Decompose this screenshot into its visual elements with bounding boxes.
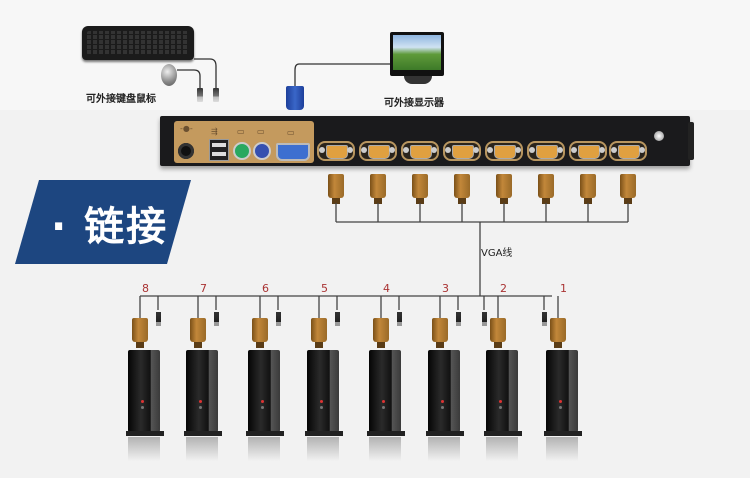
pc-vga-plug [373, 318, 389, 348]
tower-reflection [128, 437, 160, 461]
usb-plug-keyboard [213, 88, 219, 102]
kvm-vga-port [401, 141, 439, 161]
ps2-mouse-port [253, 142, 271, 160]
vga-plug [412, 174, 428, 204]
monitor-label: 可外接显示器 [384, 98, 444, 109]
tower-reflection [369, 437, 401, 461]
computer-tower-icon [367, 350, 405, 436]
ps2-keyboard-port [233, 142, 251, 160]
pc-usb-plug [335, 312, 340, 326]
usb-icon: ⇶ [211, 127, 218, 136]
vga-cable-label: VGA线 [481, 248, 513, 259]
port-number-label: 4 [383, 282, 390, 295]
keyboard-mouse-cables [177, 58, 217, 88]
port-number-label: 6 [262, 282, 269, 295]
vga-plug [580, 174, 596, 204]
keyboard-port-icon: ▭ [237, 127, 245, 136]
computer-tower-icon [246, 350, 284, 436]
computer-tower-icon [305, 350, 343, 436]
pc-usb-plug [456, 312, 461, 326]
vga-plug [454, 174, 470, 204]
pc-vga-plug [311, 318, 327, 348]
vga-plug [370, 174, 386, 204]
port-number-label: 7 [200, 282, 207, 295]
computer-tower-icon [126, 350, 164, 436]
vga-plug [496, 174, 512, 204]
usb-plug-mouse [197, 88, 203, 102]
keyboard-mouse-label: 可外接键盘鼠标 [86, 94, 156, 105]
kvm-vga-port [609, 141, 647, 161]
kvm-vga-port [485, 141, 523, 161]
vga-plug [620, 174, 636, 204]
kvm-vga-port [569, 141, 607, 161]
pc-usb-plug [156, 312, 161, 326]
section-title: 链接 [84, 204, 169, 250]
tower-reflection [486, 437, 518, 461]
computer-tower-icon [426, 350, 464, 436]
vga-plug [328, 174, 344, 204]
kvm-vga-port [317, 141, 355, 161]
tower-reflection [428, 437, 460, 461]
monitor-icon [390, 32, 444, 76]
kvm-vga-port [527, 141, 565, 161]
port-number-label: 1 [560, 282, 567, 295]
monitor-port-icon: ▭ [287, 128, 295, 137]
kvm-vga-port [443, 141, 481, 161]
power-jack-icon: -●- [180, 124, 193, 133]
pc-usb-plug [397, 312, 402, 326]
keyboard-icon [82, 26, 194, 60]
mouse-port-icon: ▭ [257, 127, 265, 136]
pc-vga-plug [432, 318, 448, 348]
pc-vga-plug [190, 318, 206, 348]
pc-usb-plug [482, 312, 487, 326]
vga-plug-blue [286, 86, 304, 110]
power-jack [178, 143, 194, 159]
tower-reflection [248, 437, 280, 461]
tower-reflection [546, 437, 578, 461]
computer-tower-icon [544, 350, 582, 436]
tower-reflection [307, 437, 339, 461]
section-badge: · 链接 [15, 180, 191, 264]
mouse-icon [161, 64, 177, 86]
port-number-label: 2 [500, 282, 507, 295]
monitor-stand [404, 76, 432, 84]
pc-usb-plug [276, 312, 281, 326]
pc-usb-plug [214, 312, 219, 326]
port-number-label: 8 [142, 282, 149, 295]
pc-vga-plug [132, 318, 148, 348]
vga-console-port [276, 143, 310, 161]
tower-reflection [186, 437, 218, 461]
pc-vga-plug [550, 318, 566, 348]
badge-bullet: · [51, 204, 69, 250]
computer-tower-icon [184, 350, 222, 436]
port-number-label: 3 [442, 282, 449, 295]
pc-vga-plug [252, 318, 268, 348]
pc-vga-plug [490, 318, 506, 348]
screw-knob [654, 131, 664, 141]
monitor-cable [294, 63, 390, 86]
port-number-label: 5 [321, 282, 328, 295]
computer-tower-icon [484, 350, 522, 436]
usb-ports [209, 139, 229, 161]
pc-usb-plug [542, 312, 547, 326]
kvm-vga-port [359, 141, 397, 161]
vga-plug [538, 174, 554, 204]
